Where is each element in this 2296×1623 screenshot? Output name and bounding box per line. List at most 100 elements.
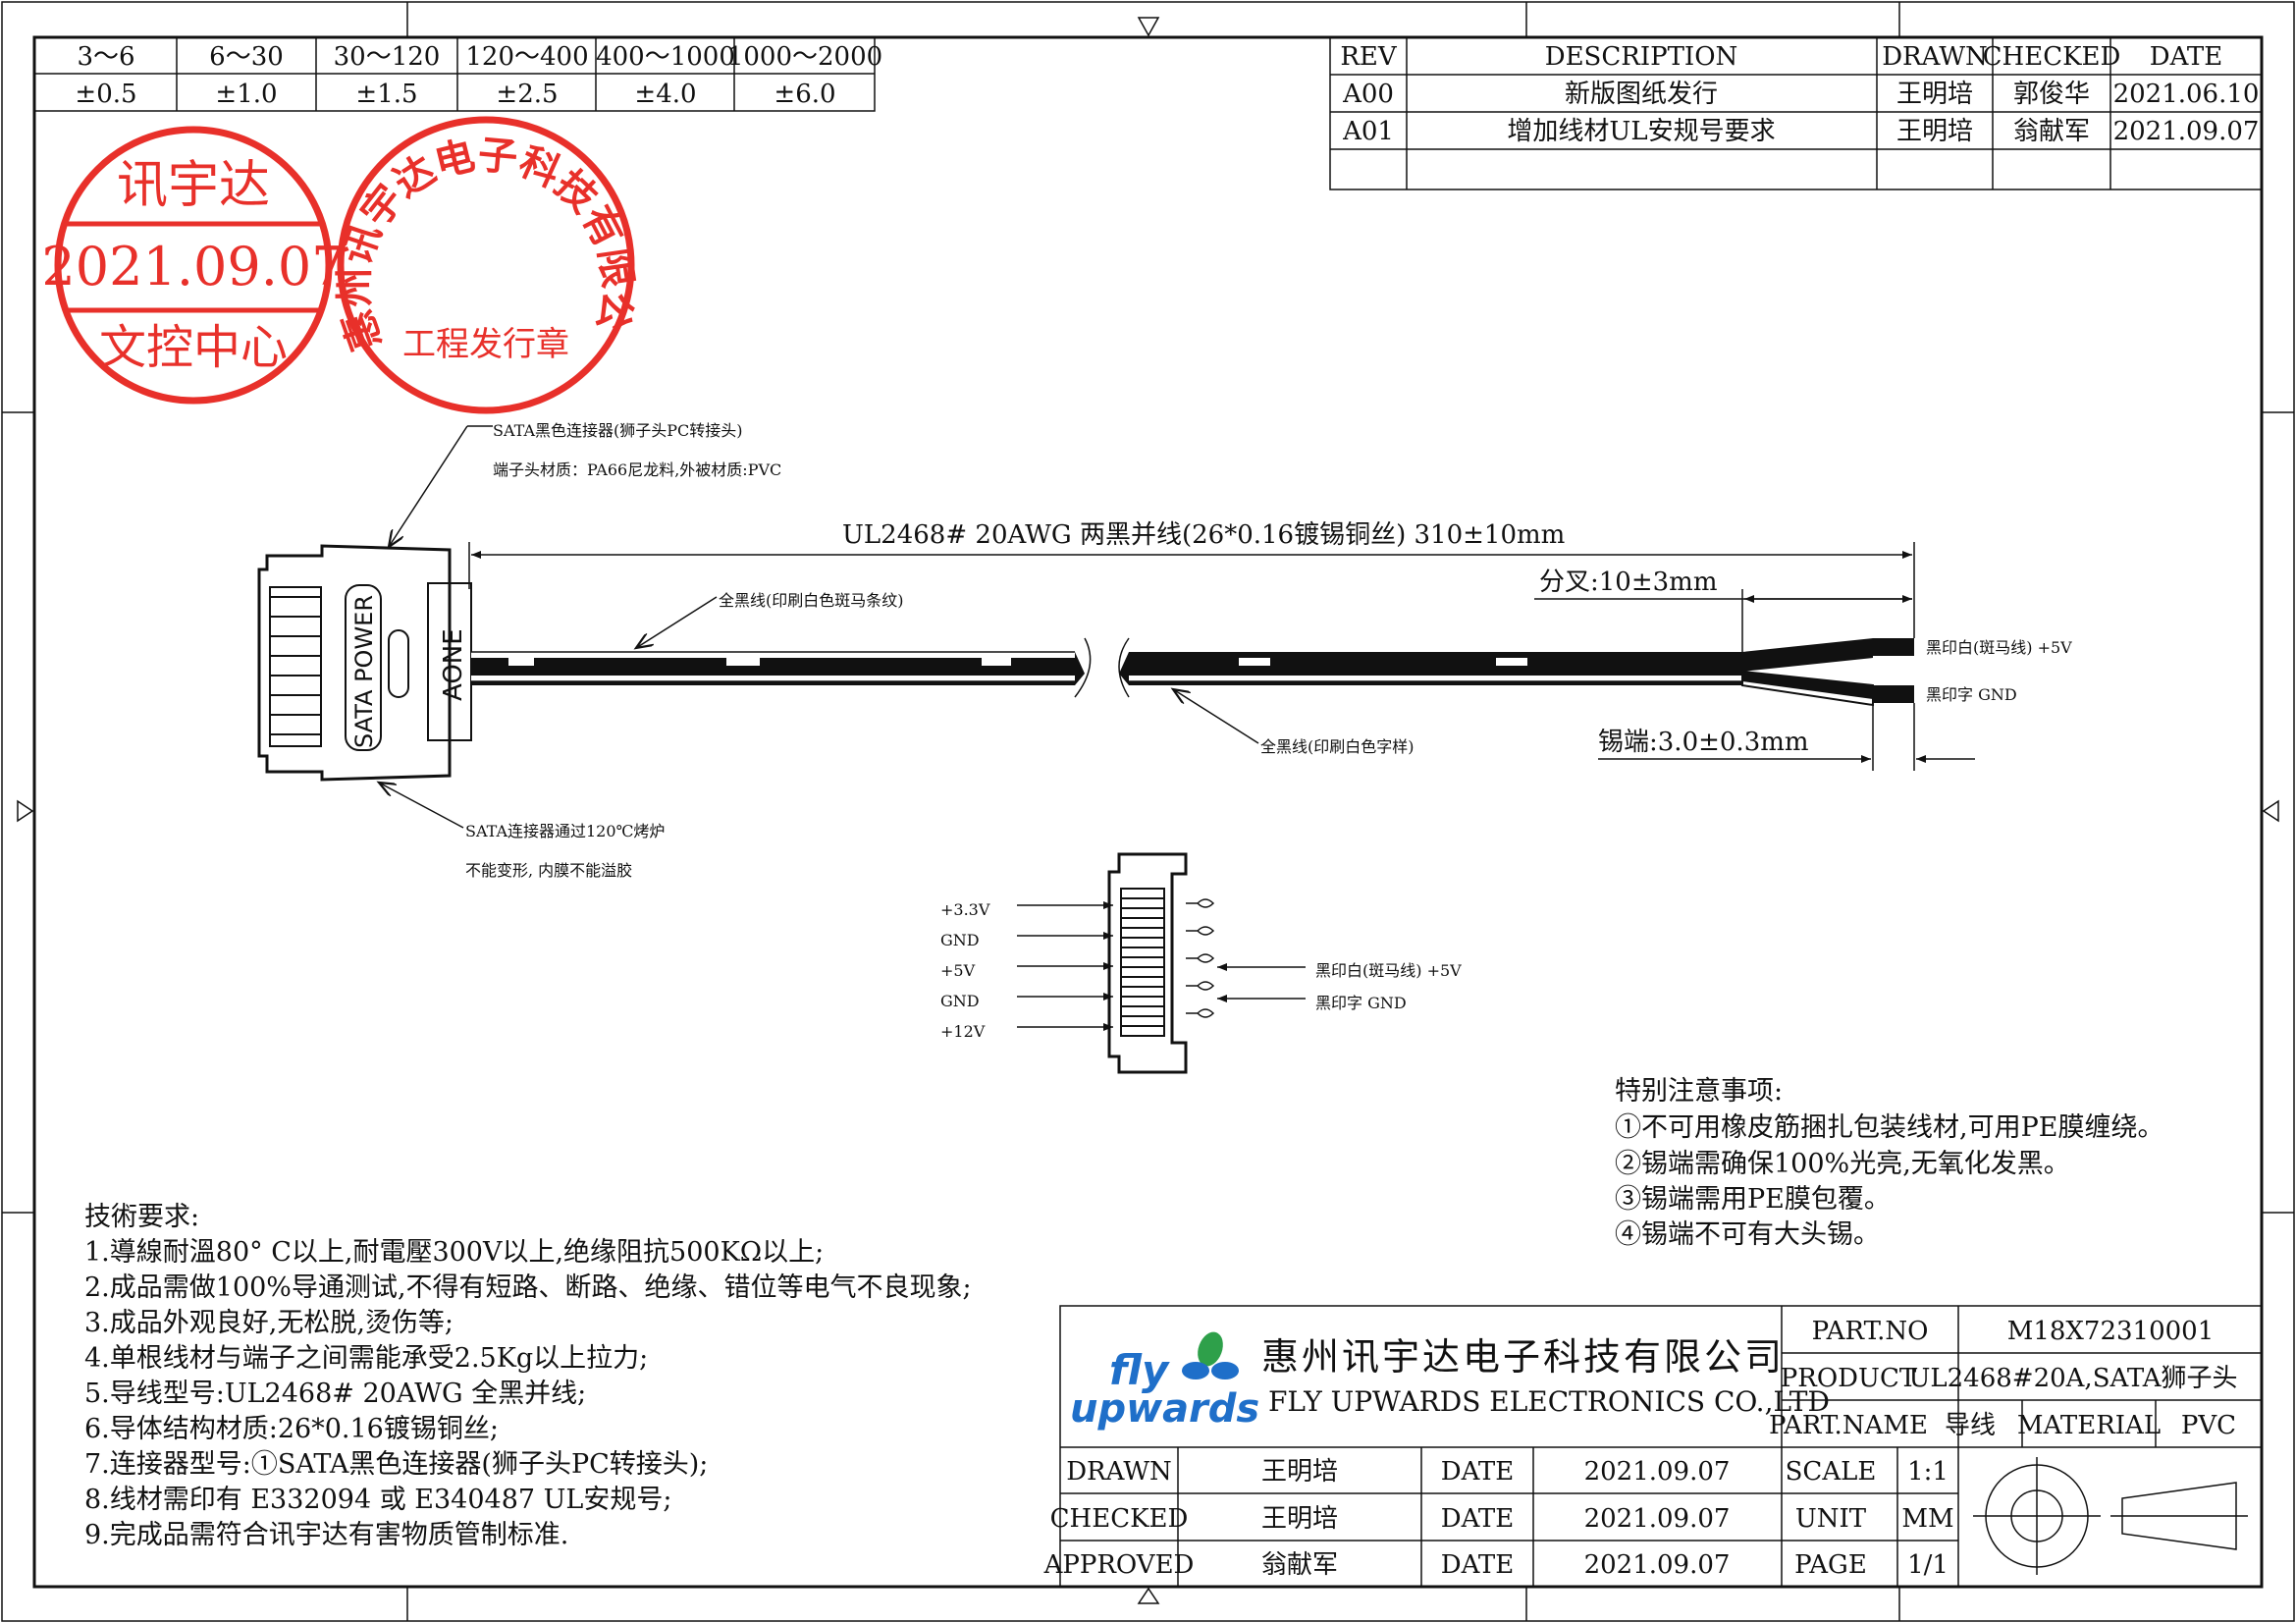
- tolerance-range: 3～6: [77, 42, 134, 72]
- table-row: A01 增加线材UL安规号要求 王明培 翁献军 2021.09.07: [1342, 117, 2259, 146]
- projection-symbol-icon: [1973, 1457, 2248, 1575]
- sata-connector: SATA POWER AONE: [257, 544, 472, 782]
- list-item: 3.成品外观良好,无松脱,烫伤等;: [84, 1308, 454, 1338]
- revision-table: REV DESCRIPTION DRAWN CHECKED DATE A00 新…: [1329, 36, 2263, 190]
- zebra-wire-callout: 全黑线(印刷白色斑马条纹): [636, 591, 904, 648]
- split-dimension: 分叉:10±3mm: [1534, 568, 1912, 652]
- list-item: 2.成品需做100%导通测试,不得有短路、断路、绝缘、错位等电气不良现象;: [84, 1272, 972, 1303]
- svg-text:王明培: 王明培: [1261, 1457, 1338, 1487]
- svg-text:翁献军: 翁献军: [2013, 117, 2090, 146]
- svg-text:A00: A00: [1342, 80, 1394, 109]
- pin-label: GND: [940, 931, 980, 949]
- document-control-stamp: 讯宇达 2021.09.07 文控中心: [41, 126, 346, 405]
- tolerance-range: 120～400: [465, 42, 588, 72]
- leaf-icon: [1182, 1362, 1209, 1380]
- tolerance-table: 3～6 6～30 30～120 120～400 400～1000 1000～20…: [33, 36, 882, 112]
- pin-label: GND: [940, 992, 980, 1010]
- list-item: ③锡端需用PE膜包覆。: [1615, 1184, 1891, 1215]
- svg-text:王明培: 王明培: [1261, 1504, 1338, 1534]
- list-item: 4.单根线材与端子之间需能承受2.5Kg以上拉力;: [84, 1343, 648, 1374]
- svg-text:增加线材UL安规号要求: 增加线材UL安规号要求: [1507, 117, 1775, 146]
- product-value: UL2468#20A,SATA狮子头: [1908, 1364, 2237, 1393]
- list-item: 7.连接器型号:①SATA黑色连接器(狮子头PC转接头);: [84, 1449, 708, 1480]
- svg-text:DRAWN: DRAWN: [1066, 1457, 1172, 1487]
- table-row: A00 新版图纸发行 王明培 郭俊华 2021.06.10: [1342, 80, 2259, 109]
- connector-callout: SATA黑色连接器(狮子头PC转接头) 端子头材质：PA66尼龙料,外被材质:P…: [389, 421, 781, 547]
- drawn-header: DRAWN: [1882, 42, 1988, 72]
- svg-text:工程发行章: 工程发行章: [402, 325, 569, 364]
- tolerance-value: ±0.5: [75, 80, 136, 109]
- title-block: fly upwards 惠州讯宇达电子科技有限公司 FLY UPWARDS EL…: [1043, 1305, 2263, 1588]
- svg-text:文控中心: 文控中心: [99, 320, 288, 375]
- svg-text:王明培: 王明培: [1896, 117, 1973, 146]
- svg-text:MM: MM: [1901, 1504, 1953, 1534]
- svg-text:不能变形, 内膜不能溢胶: 不能变形, 内膜不能溢胶: [465, 861, 632, 880]
- list-item: ①不可用橡皮筋捆扎包装线材,可用PE膜缠绕。: [1615, 1112, 2163, 1143]
- svg-text:SCALE: SCALE: [1786, 1457, 1877, 1487]
- svg-text:王明培: 王明培: [1896, 80, 1973, 109]
- list-item: 8.线材需印有 E332094 或 E340487 UL安规号;: [84, 1485, 671, 1515]
- cable-length-label: UL2468# 20AWG 两黑并线(26*0.16镀锡铜丝) 310±10mm: [842, 520, 1565, 550]
- part-name-value: 导线: [1945, 1411, 1996, 1440]
- split-label: 分叉:10±3mm: [1539, 568, 1717, 597]
- svg-text:端子头材质：PA66尼龙料,外被材质:PVC: 端子头材质：PA66尼龙料,外被材质:PVC: [493, 460, 781, 479]
- technical-requirements: 技術要求: 1.導線耐溫80° C以上,耐電壓300V以上,绝缘阻抗500KΩ以…: [84, 1202, 972, 1550]
- svg-text:2021.09.07: 2021.09.07: [1584, 1550, 1731, 1580]
- svg-text:2021.09.07: 2021.09.07: [1584, 1504, 1731, 1534]
- svg-text:SATA黑色连接器(狮子头PC转接头): SATA黑色连接器(狮子头PC转接头): [493, 421, 743, 440]
- table-row: APPROVED 翁献军 DATE 2021.09.07 PAGE 1/1: [1043, 1550, 1949, 1580]
- product-label: PRODUCT: [1781, 1364, 1917, 1393]
- svg-text:DATE: DATE: [1441, 1457, 1515, 1487]
- company-name-cn: 惠州讯宇达电子科技有限公司: [1261, 1335, 1785, 1379]
- pin-wire-label: 黑印字 GND: [1315, 994, 1407, 1012]
- special-notes: 特别注意事项: ①不可用橡皮筋捆扎包装线材,可用PE膜缠绕。 ②锡端需确保100…: [1615, 1076, 2163, 1250]
- company-logo: fly upwards: [1070, 1331, 1259, 1432]
- svg-text:UNIT: UNIT: [1795, 1504, 1867, 1534]
- svg-text:DATE: DATE: [1441, 1550, 1515, 1580]
- tolerance-value: ±6.0: [774, 80, 835, 109]
- svg-text:全黑线(印刷白色字样): 全黑线(印刷白色字样): [1260, 737, 1415, 756]
- svg-text:upwards: upwards: [1070, 1386, 1259, 1432]
- list-item: 1.導線耐溫80° C以上,耐電壓300V以上,绝缘阻抗500KΩ以上;: [84, 1237, 824, 1268]
- part-no-label: PART.NO: [1812, 1317, 1929, 1346]
- pin-label: +5V: [940, 961, 976, 980]
- cable: [471, 637, 1914, 707]
- tin-dimension: 锡端:3.0±0.3mm: [1598, 703, 1975, 771]
- tolerance-range: 400～1000: [596, 42, 735, 72]
- description-header: DESCRIPTION: [1545, 42, 1738, 72]
- material-label: MATERIAL: [2017, 1411, 2161, 1440]
- list-item: ②锡端需确保100%光亮,无氧化发黑。: [1615, 1149, 2070, 1179]
- svg-text:A01: A01: [1342, 117, 1394, 146]
- connector-brand-label: AONE: [439, 628, 468, 701]
- tolerance-value: ±1.5: [355, 80, 417, 109]
- requirements-title: 技術要求:: [84, 1202, 199, 1232]
- length-dimension: UL2468# 20AWG 两黑并线(26*0.16镀锡铜丝) 310±10mm: [468, 520, 1915, 638]
- svg-text:新版图纸发行: 新版图纸发行: [1565, 80, 1718, 109]
- pin-label: +3.3V: [940, 900, 990, 919]
- oven-callout: SATA连接器通过120℃烤炉 不能变形, 内膜不能溢胶: [379, 783, 665, 880]
- list-item: 9.完成品需符合讯宇达有害物质管制标准.: [84, 1520, 568, 1550]
- svg-text:1:1: 1:1: [1907, 1457, 1949, 1487]
- end-gnd-label: 黑印字 GND: [1926, 685, 2017, 704]
- list-item: ④锡端不可有大头锡。: [1615, 1219, 1880, 1250]
- notes-title: 特别注意事项:: [1615, 1076, 1783, 1107]
- svg-text:APPROVED: APPROVED: [1043, 1550, 1195, 1580]
- part-name-label: PART.NAME: [1769, 1411, 1928, 1440]
- part-no-value: M18X72310001: [2007, 1317, 2215, 1346]
- tolerance-range: 6～30: [209, 42, 284, 72]
- svg-text:PAGE: PAGE: [1794, 1550, 1867, 1580]
- table-row: DRAWN 王明培 DATE 2021.09.07 SCALE 1:1: [1066, 1457, 1949, 1487]
- tolerance-value: ±2.5: [496, 80, 558, 109]
- company-name-en: FLY UPWARDS ELECTRONICS CO.,LTD: [1268, 1385, 1830, 1418]
- svg-text:2021.09.07: 2021.09.07: [1584, 1457, 1731, 1487]
- material-value: PVC: [2181, 1411, 2236, 1440]
- svg-text:2021.06.10: 2021.06.10: [2113, 80, 2260, 109]
- svg-text:郭俊华: 郭俊华: [2013, 80, 2090, 109]
- tolerance-value: ±1.0: [215, 80, 277, 109]
- svg-text:翁献军: 翁献军: [1261, 1550, 1338, 1580]
- date-header: DATE: [2150, 42, 2223, 72]
- svg-text:全黑线(印刷白色斑马条纹): 全黑线(印刷白色斑马条纹): [719, 591, 904, 610]
